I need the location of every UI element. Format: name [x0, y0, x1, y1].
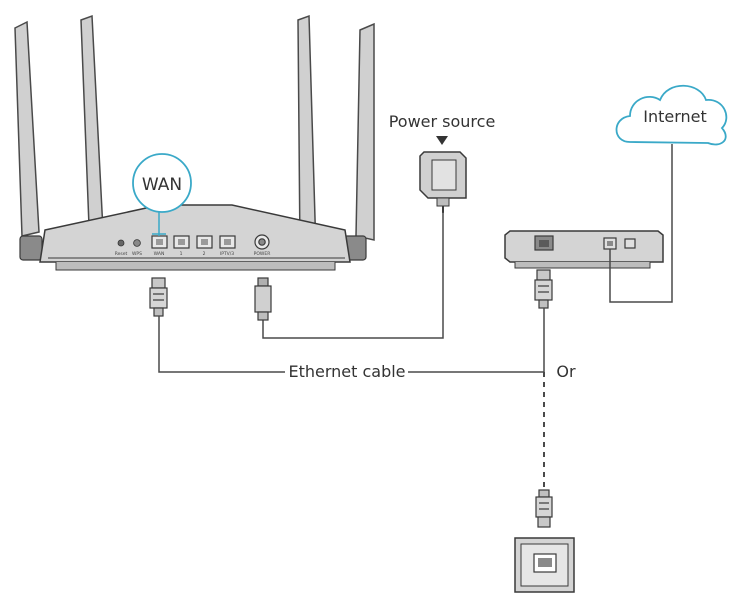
- power-plug: [254, 277, 272, 321]
- hinge-left: [19, 235, 43, 261]
- modem: [504, 230, 664, 269]
- power-adapter: Power source: [389, 112, 496, 213]
- ethernet-cable: [158, 308, 545, 488]
- antenna-right: [297, 14, 317, 253]
- router-ethernet-plug: [149, 277, 168, 317]
- port-label-reset: Reset: [115, 251, 128, 257]
- ethernet-cable-label: Ethernet cable: [288, 362, 405, 381]
- internet-label: Internet: [643, 107, 707, 126]
- port-label-lan2: 2: [203, 251, 206, 257]
- power-source-label: Power source: [389, 112, 496, 131]
- antenna-far-left: [14, 20, 40, 237]
- router-body: [39, 204, 351, 271]
- modem-ethernet-plug: [534, 269, 553, 309]
- modem-power-port: [624, 238, 636, 249]
- port-label-wan: WAN: [154, 251, 165, 257]
- or-label: Or: [556, 362, 576, 381]
- wps-button: [133, 239, 141, 247]
- modem-internet-cable: [609, 144, 673, 303]
- reset-button: [117, 239, 125, 247]
- antenna-far-right: [355, 22, 375, 241]
- port-label-power: POWER: [254, 251, 271, 257]
- antenna-left: [80, 14, 105, 253]
- wall-ethernet-plug: [535, 489, 553, 528]
- router-antennas: [14, 14, 375, 253]
- port-label-iptv3: IPTV/3: [220, 251, 234, 257]
- power-cable: [262, 212, 444, 339]
- router-ports: [151, 234, 270, 250]
- wall-ethernet-jack: [514, 537, 575, 593]
- port-label-wps: WPS: [132, 251, 142, 257]
- down-arrow-icon: [436, 136, 448, 145]
- wan-label: WAN: [142, 175, 182, 195]
- internet-cloud: Internet: [615, 84, 728, 146]
- port-label-lan1: 1: [180, 251, 183, 257]
- wan-callout: WAN: [132, 153, 192, 236]
